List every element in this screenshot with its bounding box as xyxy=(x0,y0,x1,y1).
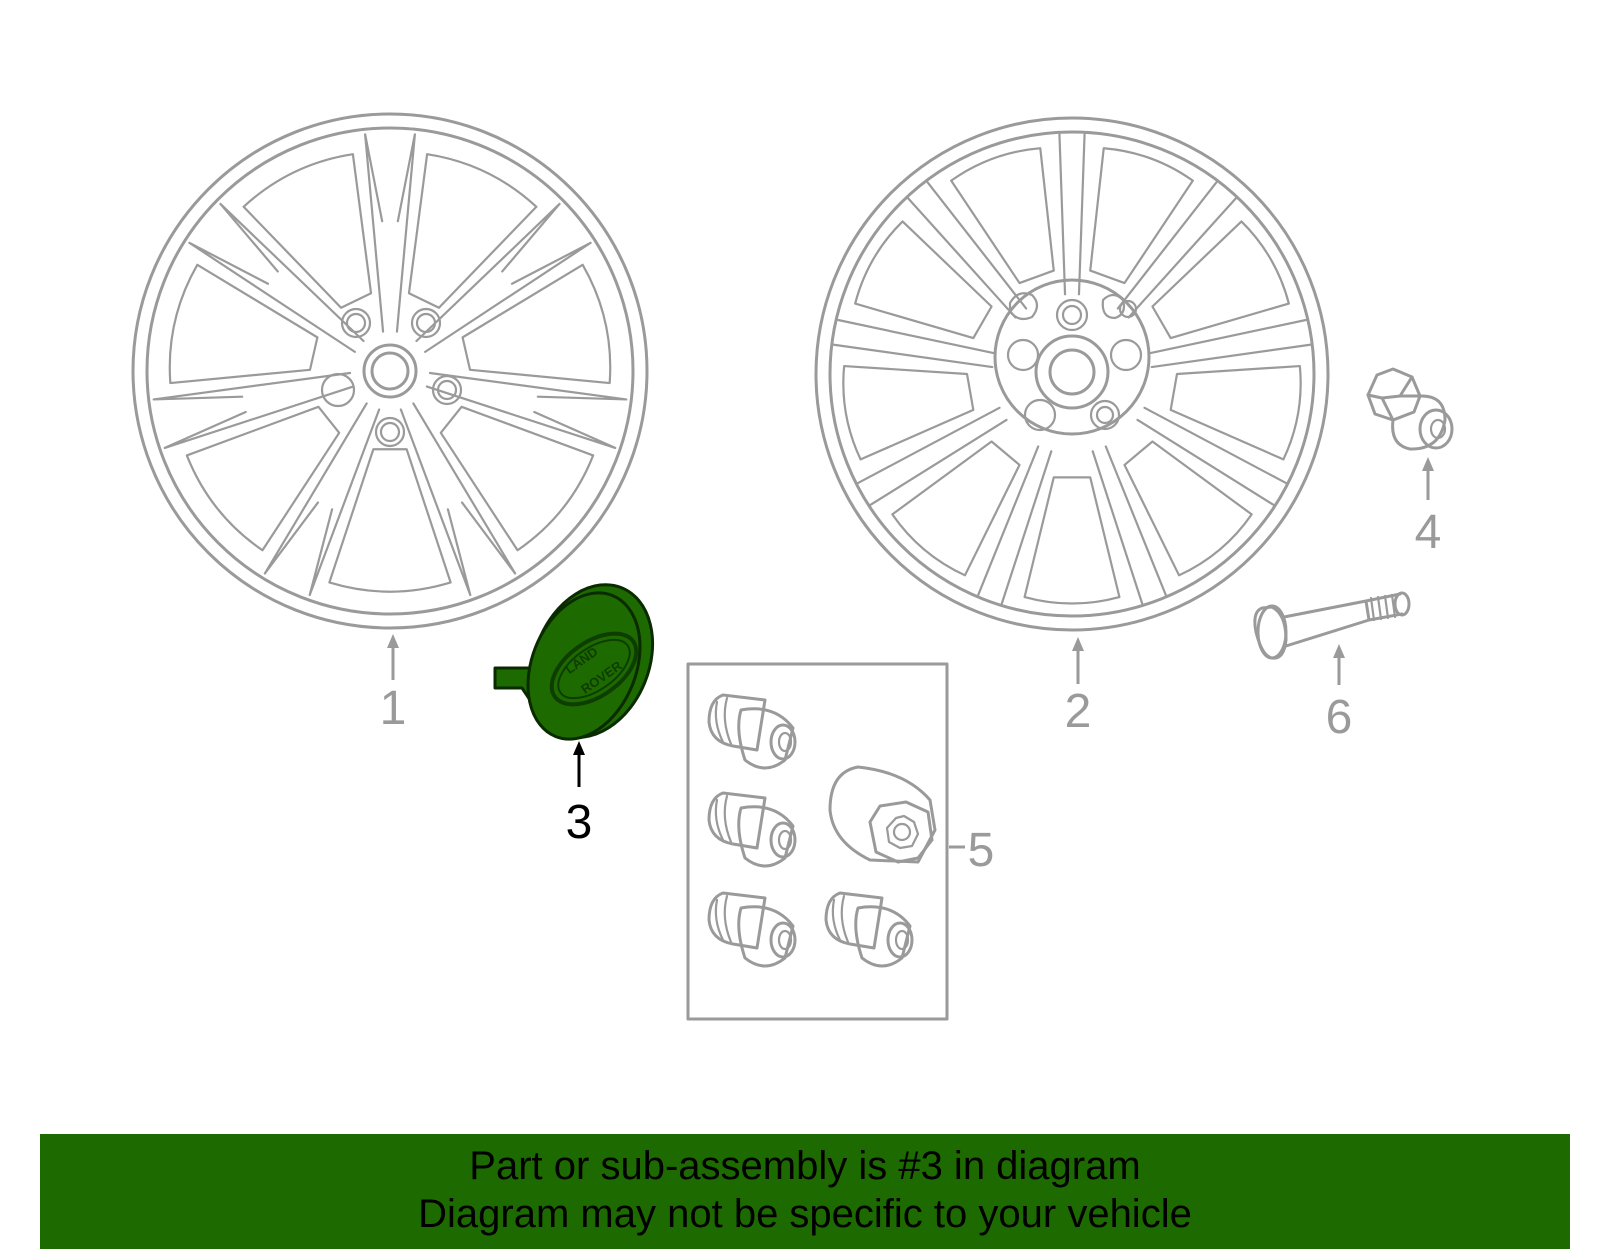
locking-lug-nut-kit-part-5[interactable] xyxy=(686,662,949,1021)
banner-line-1: Part or sub-assembly is #3 in diagram xyxy=(469,1144,1141,1188)
wheel-1-window xyxy=(407,153,538,309)
callout-4-group: 4 xyxy=(1415,457,1442,559)
wheel-1-spoke xyxy=(188,202,365,353)
wheel-1-spoke xyxy=(425,371,628,450)
wheel-2-spoke xyxy=(907,181,1028,319)
callout-4[interactable]: 4 xyxy=(1415,506,1442,559)
wheel-1-spoke xyxy=(364,133,416,333)
callout-1[interactable]: 1 xyxy=(380,682,407,735)
callout-5[interactable]: 5 xyxy=(968,824,995,877)
banner-line-2: Diagram may not be specific to your vehi… xyxy=(418,1192,1192,1236)
wheel-2-spoke xyxy=(1136,406,1287,506)
wheel-2-spoke xyxy=(1091,445,1167,605)
wheel-2-window xyxy=(854,220,993,340)
wheel-2-hub xyxy=(993,278,1151,436)
callout-6[interactable]: 6 xyxy=(1326,691,1353,744)
wheel-2-spoke xyxy=(832,318,996,369)
callout-5-group: 5 xyxy=(949,824,994,877)
locking-bolt xyxy=(707,693,797,770)
wheel-1-spoke xyxy=(152,371,355,450)
lock-key xyxy=(828,765,937,864)
callout-6-group: 6 xyxy=(1326,644,1353,744)
wheel-2-window xyxy=(891,440,1021,577)
wheel-2-window xyxy=(1023,476,1121,605)
wheel-2[interactable] xyxy=(814,116,1330,632)
wheel-2-window xyxy=(1169,364,1302,461)
wheel-2-spoke xyxy=(857,406,1008,506)
callout-2-group: 2 xyxy=(1065,637,1092,738)
locking-bolt xyxy=(707,891,797,968)
wheel-1[interactable] xyxy=(131,112,649,630)
wheel-2-spoke xyxy=(1148,318,1312,369)
wheel-2-spoke xyxy=(977,445,1053,605)
locking-bolt xyxy=(824,891,914,968)
wheel-2-window xyxy=(1089,147,1194,285)
wheel-1-window xyxy=(185,405,341,552)
wheel-2-window xyxy=(1123,440,1253,577)
wheel-1-spoke xyxy=(415,202,592,353)
wheel-1-window xyxy=(328,448,452,593)
wheel-2-window xyxy=(950,147,1055,285)
wheel-2-window xyxy=(1151,220,1290,340)
wheel-1-window xyxy=(439,405,595,552)
wheel-1-window xyxy=(168,263,319,385)
wheel-1-window xyxy=(242,153,373,309)
lug-nut-part-4[interactable] xyxy=(1366,367,1454,451)
wheel-2-window xyxy=(842,364,975,461)
callout-2[interactable]: 2 xyxy=(1065,685,1092,738)
callout-3-group: 3 xyxy=(566,741,593,849)
wheel-1-spoke xyxy=(263,402,381,597)
callout-1-group: 1 xyxy=(380,634,407,735)
wheel-1-window xyxy=(461,263,612,385)
info-banner: Part or sub-assembly is #3 in diagram Di… xyxy=(40,1134,1570,1249)
cap-face xyxy=(526,591,642,741)
center-cap-part-3[interactable]: LAND ROVER xyxy=(493,566,674,756)
wheel-1-spoke xyxy=(399,402,517,597)
locking-bolt xyxy=(707,791,797,868)
wheel-1-hub xyxy=(320,307,463,448)
callout-3[interactable]: 3 xyxy=(566,796,593,849)
wheel-2-spoke xyxy=(1058,133,1086,296)
valve-stem-part-6[interactable] xyxy=(1253,591,1411,660)
wheel-2-spoke xyxy=(1116,181,1237,319)
cap-logo-oval xyxy=(549,631,639,707)
